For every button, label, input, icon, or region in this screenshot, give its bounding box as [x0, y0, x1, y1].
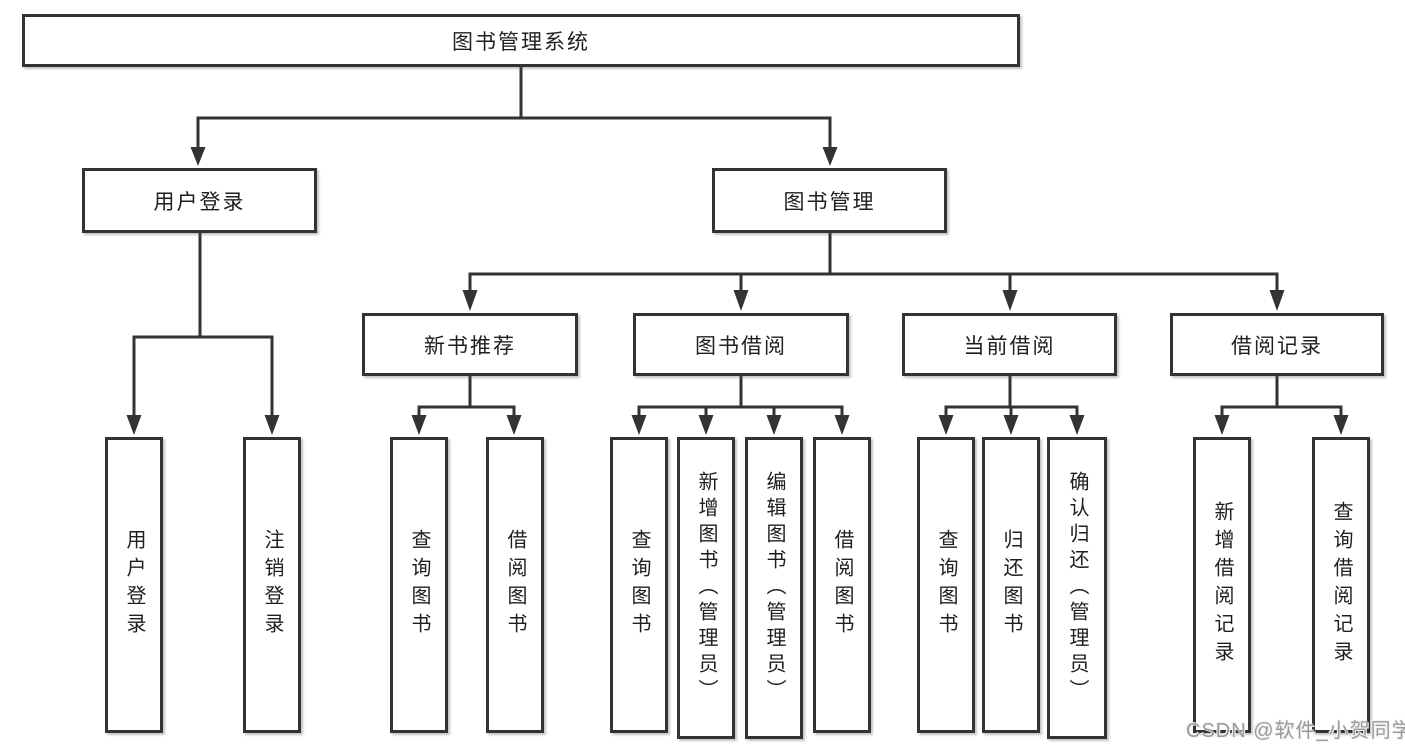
node-label: 借阅图书 — [504, 529, 526, 641]
node-label: 查询图书 — [935, 529, 957, 641]
leaf-logout: 注销登录 — [243, 437, 301, 733]
csdn-watermark: CSDN @软件_小贺同学 — [1186, 720, 1405, 742]
node-label: 查询图书 — [628, 529, 650, 641]
node-book-management: 图书管理 — [712, 168, 947, 233]
node-new-book-recommend: 新书推荐 — [362, 313, 578, 376]
node-label: 确认归还（管理员） — [1066, 471, 1088, 705]
node-label: 图书管理 — [783, 190, 876, 214]
node-label: 编辑图书（管理员） — [763, 471, 785, 705]
node-label: 新书推荐 — [424, 334, 516, 358]
node-label: 当前借阅 — [963, 334, 1056, 358]
node-root-library-system: 图书管理系统 — [22, 14, 1020, 67]
node-user-login: 用户登录 — [82, 168, 317, 233]
node-book-borrow: 图书借阅 — [633, 313, 849, 376]
leaf-add-borrow-record: 新增借阅记录 — [1193, 437, 1251, 733]
leaf-return-books: 归还图书 — [982, 437, 1040, 733]
leaf-confirm-return-admin: 确认归还（管理员） — [1047, 437, 1107, 739]
node-label: 用户登录 — [123, 529, 145, 641]
leaf-borrow-books-borrow: 借阅图书 — [813, 437, 871, 733]
node-label: 图书借阅 — [695, 334, 787, 358]
node-label: 新增借阅记录 — [1211, 501, 1233, 669]
node-current-borrow: 当前借阅 — [902, 313, 1117, 376]
leaf-edit-books-admin: 编辑图书（管理员） — [745, 437, 803, 739]
leaf-borrow-books-recommend: 借阅图书 — [486, 437, 544, 733]
node-label: 注销登录 — [261, 529, 283, 641]
node-label: 借阅记录 — [1231, 334, 1323, 358]
leaf-query-books-recommend: 查询图书 — [390, 437, 448, 733]
leaf-user-login: 用户登录 — [105, 437, 163, 733]
leaf-query-books-borrow: 查询图书 — [610, 437, 668, 733]
node-label: 新增图书（管理员） — [695, 471, 717, 705]
leaf-query-borrow-record: 查询借阅记录 — [1312, 437, 1370, 733]
node-borrow-record: 借阅记录 — [1170, 313, 1384, 376]
arrowheads — [126, 147, 1349, 435]
node-label: 用户登录 — [153, 190, 246, 214]
leaf-add-books-admin: 新增图书（管理员） — [677, 437, 735, 739]
node-label: 借阅图书 — [831, 529, 853, 641]
node-label: 图书管理系统 — [452, 30, 590, 54]
node-label: 查询借阅记录 — [1330, 501, 1352, 669]
leaf-query-books-current: 查询图书 — [917, 437, 975, 733]
node-label: 查询图书 — [408, 529, 430, 641]
node-label: 归还图书 — [1000, 529, 1022, 641]
